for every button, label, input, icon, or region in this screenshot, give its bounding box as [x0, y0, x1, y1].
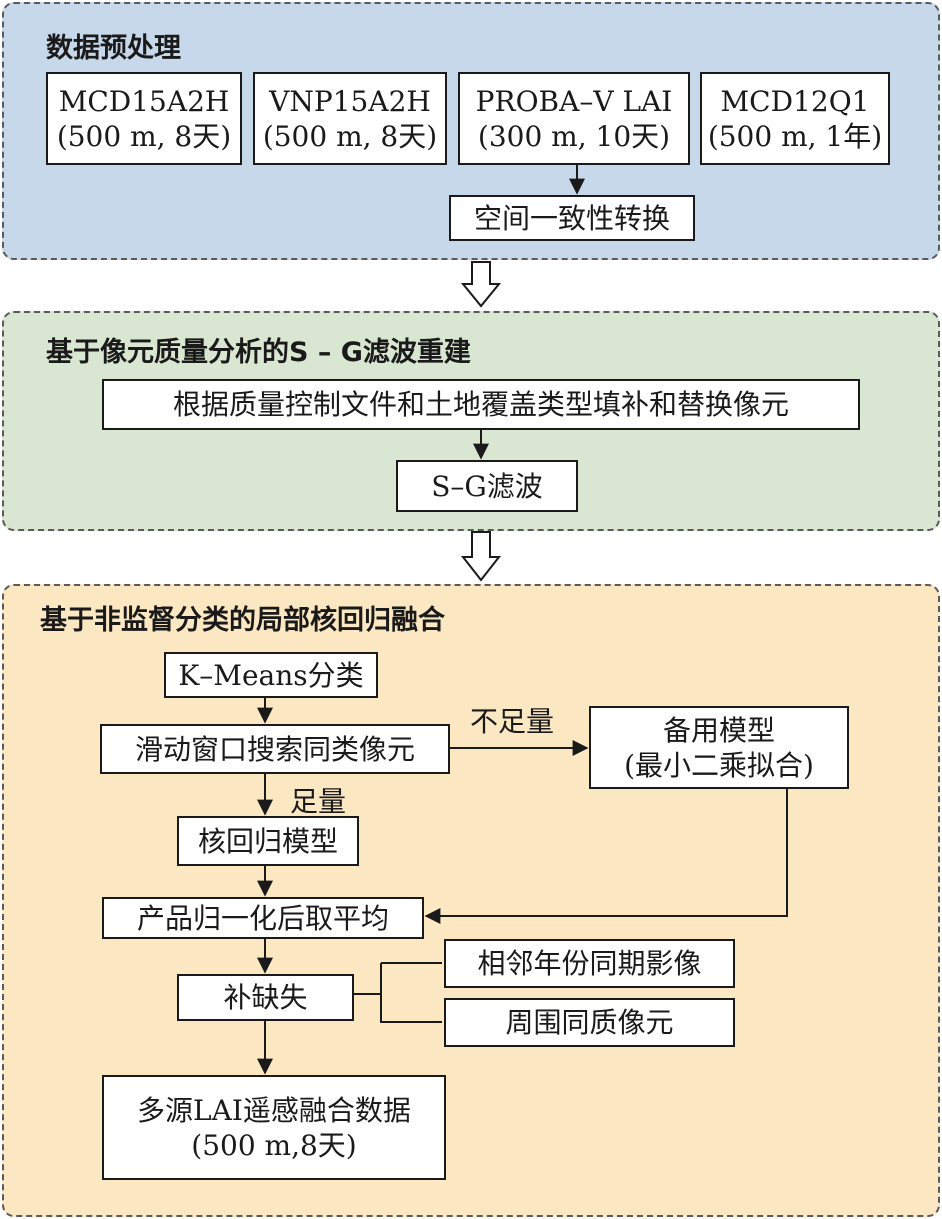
preprocess-title: 数据预处理: [46, 33, 181, 64]
source-mcd12q1-box: MCD12Q1 (500 m, 1年): [700, 72, 890, 165]
block-arrow-preprocess-to-sg: [460, 261, 502, 308]
source-name: MCD12Q1: [720, 84, 870, 118]
output-spec: (500 m,8天): [191, 1128, 357, 1162]
fusion-title: 基于非监督分类的局部核回归融合: [40, 605, 445, 636]
block-arrow-sg-to-fusion: [460, 531, 502, 582]
source-spec: (300 m, 10天): [477, 119, 671, 153]
gapfill-box: 补缺失: [177, 974, 354, 1021]
spatial-consistency-box: 空间一致性转换: [449, 195, 695, 241]
arrow-backup-to-normalize: [424, 789, 788, 924]
sg-title: 基于像元质量分析的S – G滤波重建: [46, 337, 471, 368]
kmeans-box: K–Means分类: [164, 652, 378, 698]
surrounding-pixel-box: 周围同质像元: [444, 998, 735, 1047]
source-spec: (500 m, 8天): [262, 119, 438, 153]
source-spec: (500 m, 1年): [707, 119, 883, 153]
normalize-average-box: 产品归一化后取平均: [102, 897, 424, 939]
source-probav-box: PROBA–V LAI (300 m, 10天): [458, 72, 690, 165]
quality-fill-box: 根据质量控制文件和土地覆盖类型填补和替换像元: [102, 379, 860, 430]
insufficient-label: 不足量: [470, 705, 555, 738]
source-name: MCD15A2H: [58, 84, 230, 118]
output-box: 多源LAI遥感融合数据 (500 m,8天): [102, 1075, 446, 1180]
sufficient-label: 足量: [290, 785, 347, 818]
source-mcd15a2h-box: MCD15A2H (500 m, 8天): [46, 72, 242, 165]
kernel-regression-box: 核回归模型: [177, 816, 359, 866]
source-vnp15a2h-box: VNP15A2H (500 m, 8天): [253, 72, 447, 165]
bracket-gapfill-sources: [380, 963, 442, 1023]
output-name: 多源LAI遥感融合数据: [137, 1093, 411, 1127]
source-spec: (500 m, 8天): [56, 119, 232, 153]
window-search-box: 滑动窗口搜索同类像元: [100, 724, 450, 774]
neighbor-year-box: 相邻年份同期影像: [444, 939, 735, 988]
source-name: VNP15A2H: [269, 84, 431, 118]
backup-model-box: 备用模型 (最小二乘拟合): [589, 706, 849, 789]
backup-model-method: (最小二乘拟合): [624, 748, 814, 782]
sg-filter-box: S–G滤波: [396, 460, 578, 512]
source-name: PROBA–V LAI: [475, 84, 673, 118]
backup-model-name: 备用模型: [662, 713, 775, 747]
